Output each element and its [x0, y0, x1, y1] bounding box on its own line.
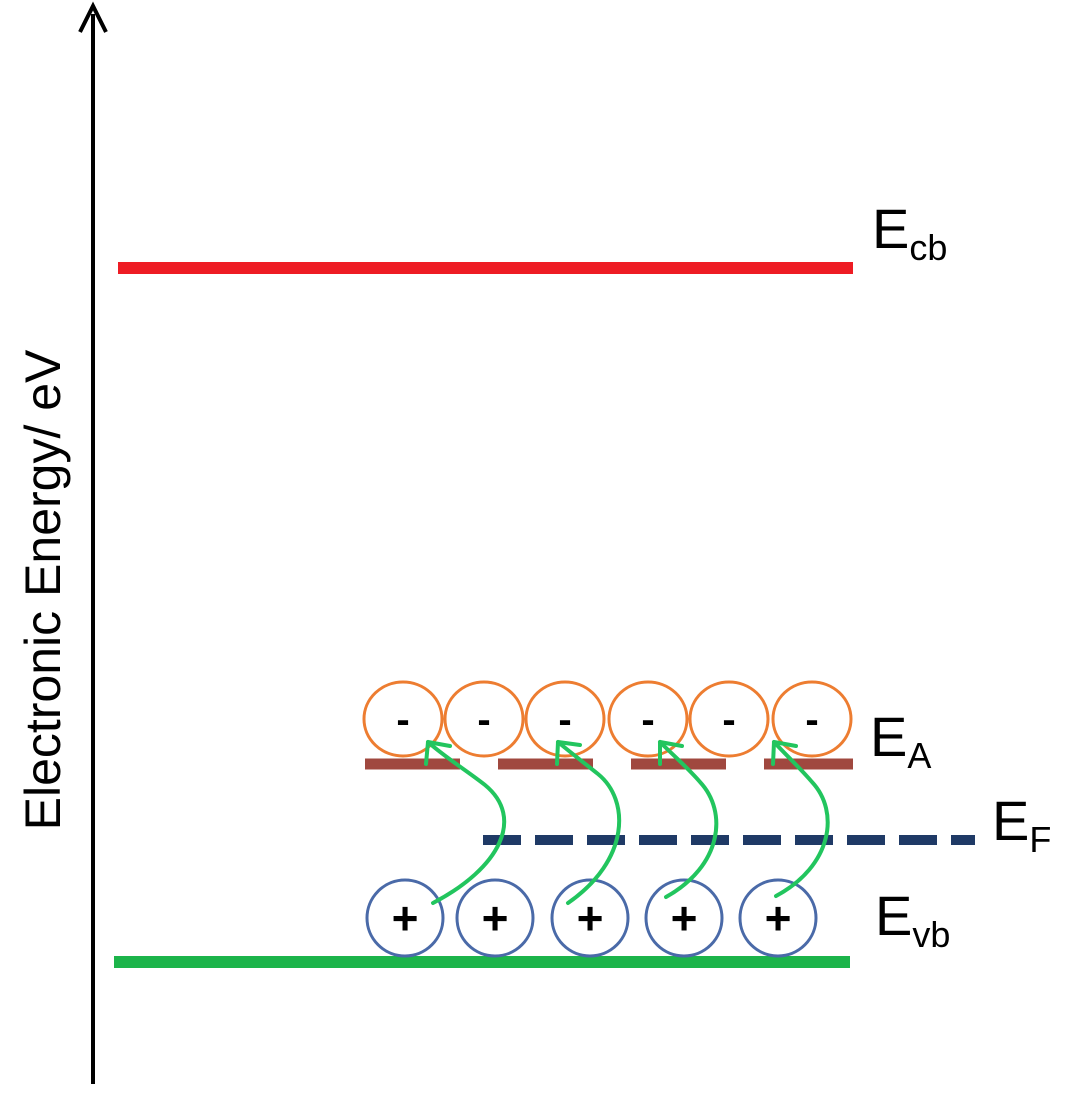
excitation-arrow-curve [426, 740, 507, 905]
valence-band: Evb [114, 884, 950, 968]
electron-sign: - [722, 698, 735, 742]
electron-circle [362, 680, 444, 758]
electron-circle [524, 680, 606, 758]
excitation-arrowhead-icon [424, 740, 452, 766]
fermi-level-label: EF [992, 789, 1051, 860]
energy-axis: Electronic Energy/ eV [15, 1, 108, 1084]
hole-particle: + [550, 878, 630, 958]
hole-sign: + [482, 892, 509, 944]
excitation-arrow-curve [556, 740, 622, 905]
hole-circle [738, 878, 818, 958]
hole-circle [644, 878, 724, 958]
energy-axis-label: Electronic Energy/ eV [15, 349, 71, 830]
hole-sign: + [392, 892, 419, 944]
hole-sign: + [671, 892, 698, 944]
conduction-band-label: Ecb [872, 197, 947, 268]
electron-circle [607, 680, 689, 758]
excitation-arrow [424, 740, 507, 905]
electrons: - - - - - - [362, 680, 853, 758]
excitation-arrowhead-icon [658, 740, 684, 766]
fermi-level: EF [483, 789, 1051, 860]
excitation-arrow-curve [772, 740, 830, 898]
electron-sign: - [641, 698, 654, 742]
electron-circle [771, 680, 853, 758]
hole-particle: + [455, 878, 535, 958]
valence-band-label: Evb [875, 884, 950, 955]
electron-particle: - [443, 680, 525, 758]
electron-circle [443, 680, 525, 758]
electron-particle: - [607, 680, 689, 758]
hole-particle: + [365, 878, 445, 958]
electron-circle [688, 680, 770, 758]
excitation-arrow [771, 740, 830, 898]
electron-particle: - [524, 680, 606, 758]
hole-circle [365, 878, 445, 958]
hole-particle: + [738, 878, 818, 958]
conduction-band: Ecb [118, 197, 947, 274]
electron-particle: - [771, 680, 853, 758]
electron-sign: - [805, 698, 818, 742]
electron-sign: - [558, 698, 571, 742]
excitation-arrows [424, 740, 830, 905]
electron-sign: - [477, 698, 490, 742]
hole-sign: + [765, 892, 792, 944]
excitation-arrow [658, 740, 719, 899]
hole-circle [455, 878, 535, 958]
acceptor-level-label: EA [870, 705, 931, 776]
electron-particle: - [688, 680, 770, 758]
excitation-arrow-curve [658, 740, 719, 899]
hole-sign: + [577, 892, 604, 944]
acceptor-level: EA [365, 705, 931, 776]
excitation-arrowhead-icon [771, 740, 798, 766]
energy-axis-arrowhead-icon [78, 1, 108, 33]
electron-sign: - [396, 698, 409, 742]
hole-particle: + [644, 878, 724, 958]
excitation-arrowhead-icon [555, 740, 582, 766]
excitation-arrow [555, 740, 622, 905]
holes: + + + + + [365, 878, 818, 958]
electron-particle: - [362, 680, 444, 758]
